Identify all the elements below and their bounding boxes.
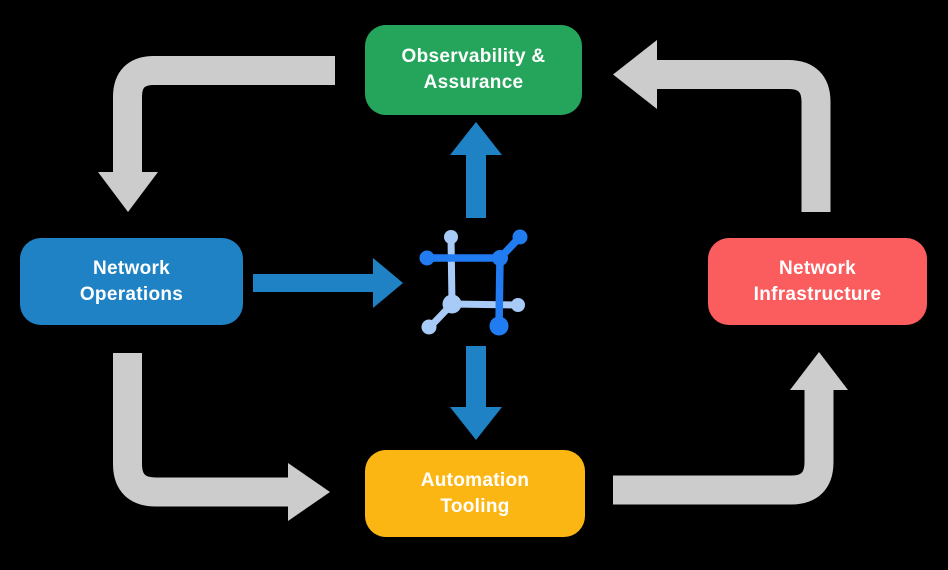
- node-label-line: Observability &: [401, 46, 546, 67]
- node-label-line: Assurance: [423, 72, 524, 93]
- arrow-center-to-automation: [450, 346, 502, 440]
- node-network-operations: Network Operations: [20, 238, 243, 325]
- arrow-operations-to-center: [253, 258, 403, 308]
- node-label-line: Tooling: [440, 495, 510, 517]
- node-label-line: Network: [92, 257, 171, 279]
- node-automation-tooling: Automation Tooling: [365, 450, 585, 537]
- node-label-line: Network: [778, 257, 857, 279]
- network-topology-icon: [419, 229, 528, 336]
- node-label-line: Operations: [79, 283, 184, 305]
- arrow-center-to-observability: [450, 122, 502, 218]
- node-label-line: Automation: [420, 469, 530, 491]
- node-label-line: Infrastructure: [753, 283, 882, 305]
- arrow-infrastructure-to-observability: [613, 40, 831, 212]
- arrow-operations-to-automation: [113, 353, 330, 521]
- node-network-infrastructure: Network Infrastructure: [708, 238, 927, 325]
- node-observability-assurance: Observability & Assurance: [365, 25, 582, 115]
- arrow-observability-to-operations: [98, 56, 335, 212]
- arrow-automation-to-infrastructure: [613, 352, 848, 505]
